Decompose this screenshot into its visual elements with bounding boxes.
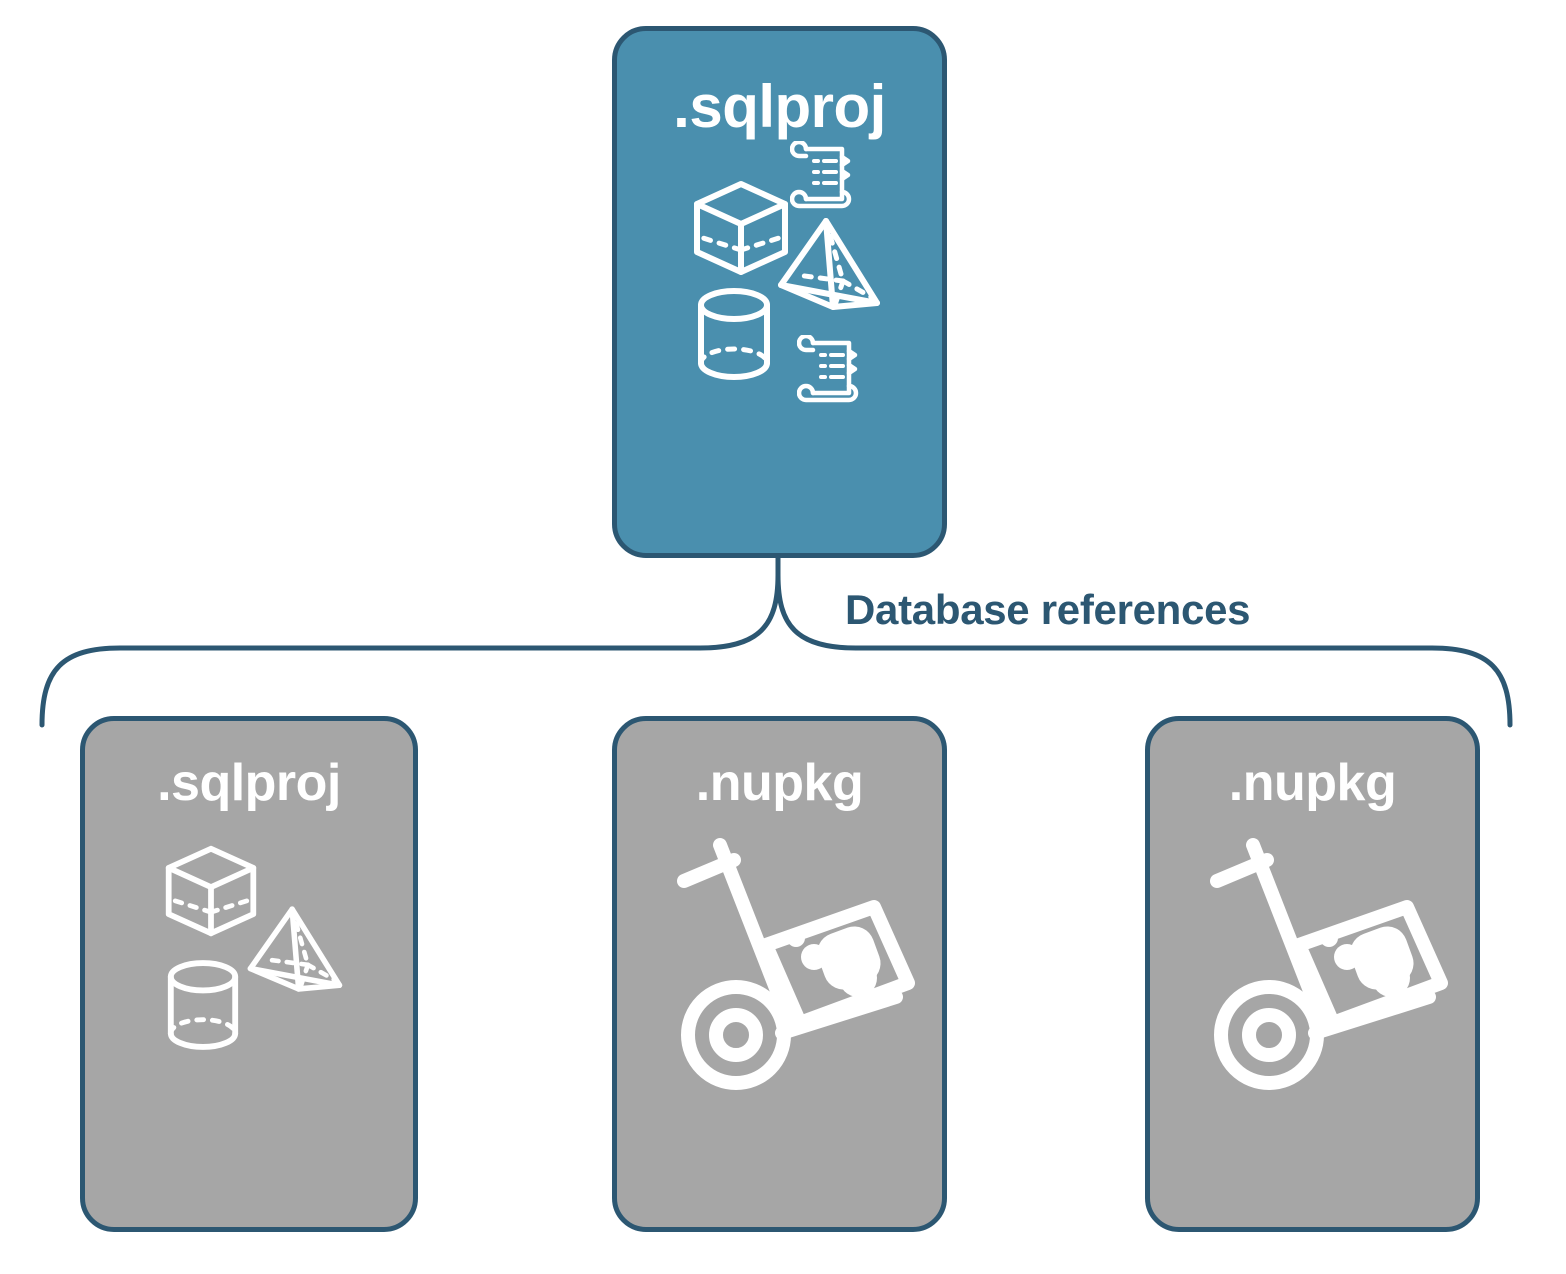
cube-icon <box>694 181 788 275</box>
cylinder-icon <box>167 960 239 1050</box>
node-root-sqlproj[interactable]: .sqlproj <box>612 26 947 558</box>
node-ref-sqlproj[interactable]: .sqlproj <box>80 716 418 1232</box>
pyramid-icon <box>247 906 343 992</box>
hand-truck-package-icon <box>1210 838 1448 1090</box>
cube-icon <box>165 845 257 937</box>
pyramid-icon <box>778 218 880 310</box>
node-title: .sqlproj <box>673 73 886 140</box>
node-title: .nupkg <box>695 754 864 812</box>
node-artwork <box>1150 809 1475 1227</box>
node-artwork <box>617 137 942 553</box>
hand-truck-package-icon <box>677 838 915 1090</box>
cylinder-icon <box>698 288 770 380</box>
brace-label: Database references <box>845 586 1251 633</box>
node-title: .nupkg <box>1228 754 1397 812</box>
node-ref-nupkg-1[interactable]: .nupkg <box>612 716 947 1232</box>
node-ref-nupkg-2[interactable]: .nupkg <box>1145 716 1480 1232</box>
node-artwork <box>85 809 413 1227</box>
script-scroll-icon <box>797 335 859 403</box>
node-artwork <box>617 809 942 1227</box>
script-scroll-icon <box>790 141 852 209</box>
node-title: .sqlproj <box>157 754 341 812</box>
